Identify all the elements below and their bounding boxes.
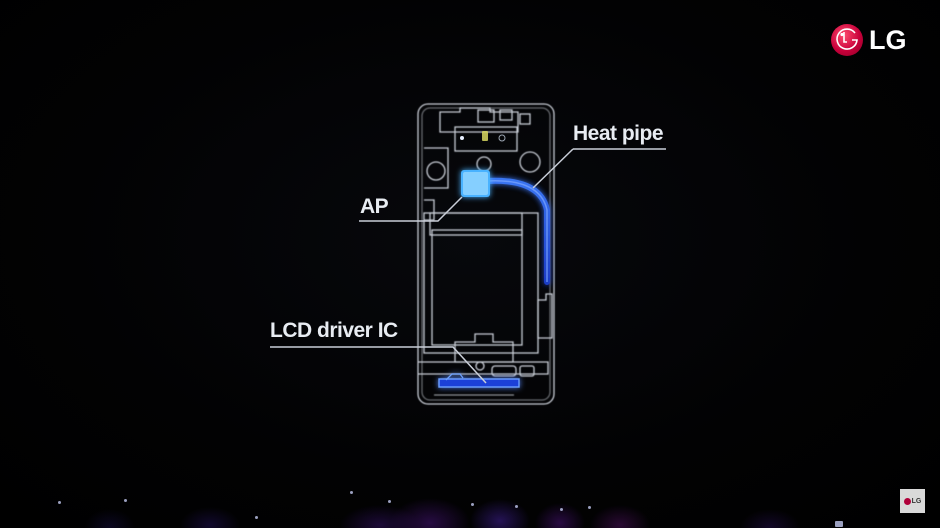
- corner-lg-watermark: LG: [900, 489, 925, 513]
- ap-label: AP: [360, 195, 389, 218]
- corner-lg-text: LG: [911, 497, 922, 505]
- lg-logo-face-icon: [831, 24, 863, 56]
- lg-mini-logo-icon: [903, 497, 911, 505]
- lcd-driver-ic-label: LCD driver IC: [270, 319, 398, 342]
- heat-pipe-label: Heat pipe: [573, 122, 664, 145]
- lg-logo-text: LG: [869, 24, 907, 55]
- audience-silhouettes: [0, 473, 940, 528]
- lg-logo: LG: [831, 24, 907, 56]
